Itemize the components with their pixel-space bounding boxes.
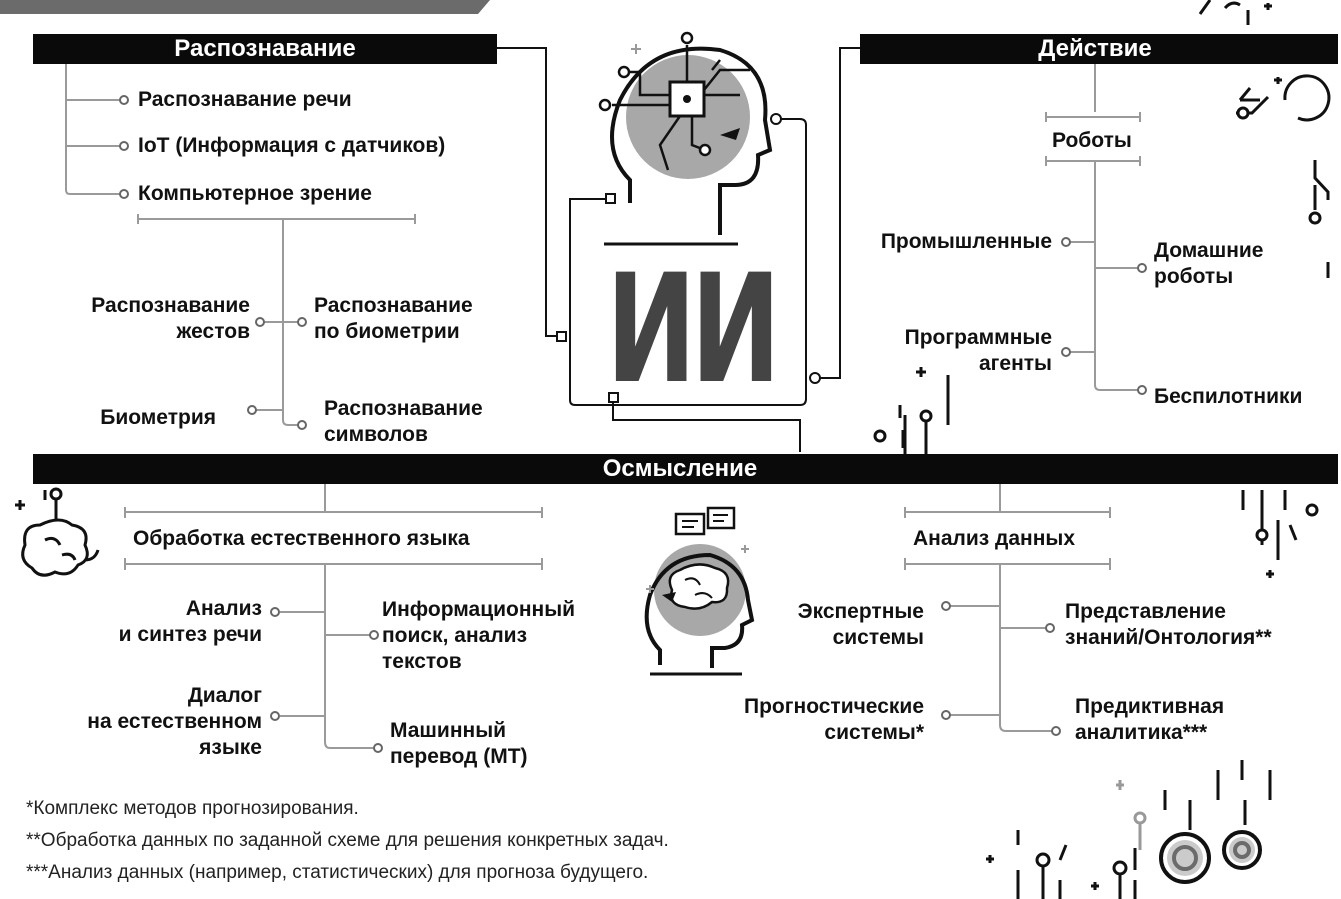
recognition-nodes xyxy=(119,95,307,430)
speech-recognition-label: Распознавание речи xyxy=(138,88,352,111)
comprehension-title: Осмысление xyxy=(602,455,758,482)
software-agents-label: Программные агенты xyxy=(904,326,1052,375)
action-title: Действие xyxy=(1038,35,1152,62)
footnote-3: ***Анализ данных (например, статистическ… xyxy=(26,862,649,883)
gesture-recognition-label: Распознавание жестов xyxy=(91,294,250,343)
comprehension-nodes xyxy=(270,601,1061,753)
speech-synthesis-label: Анализ и синтез речи xyxy=(118,597,262,646)
action-bar xyxy=(860,34,1338,64)
thinking-head-icon xyxy=(644,506,755,676)
computer-vision-label: Компьютерное зрение xyxy=(138,182,372,205)
symbol-recognition-label: Распознавание символов xyxy=(324,397,483,446)
iot-label: IoT (Информация с датчиков) xyxy=(138,134,446,157)
dialog-label: Диалог на естественном языке xyxy=(87,684,262,759)
expert-systems-label: Экспертные системы xyxy=(797,600,924,649)
recognition-title: Распознавание xyxy=(174,35,356,62)
ai-head-icon xyxy=(598,31,773,246)
knowledge-representation-label: Представление знаний/Онтология** xyxy=(1065,600,1272,649)
footnote-1: *Комплекс методов прогнозирования. xyxy=(26,798,359,819)
center-circuits xyxy=(497,47,860,452)
machine-translation-label: Машинный перевод (MT) xyxy=(390,719,528,768)
decor-gears xyxy=(986,490,1319,899)
data-analysis-title: Анализ данных xyxy=(913,527,1076,550)
robots-label: Роботы xyxy=(1052,129,1132,152)
biometrics-label: Биометрия xyxy=(100,406,216,429)
action-tree xyxy=(1045,60,1141,391)
center-nodes xyxy=(556,113,821,403)
home-robots-label: Домашние роботы xyxy=(1154,239,1264,288)
action-nodes xyxy=(1061,237,1147,395)
nlp-title: Обработка естественного языка xyxy=(133,527,470,550)
information-retrieval-label: Информационный поиск, анализ текстов xyxy=(382,598,576,673)
corner-tab xyxy=(0,0,490,14)
biometric-recognition-label: Распознавание по биометрии xyxy=(314,294,473,343)
drones-label: Беспилотники xyxy=(1154,385,1303,408)
ai-label: ИИ xyxy=(606,243,781,417)
brain-icon xyxy=(15,487,100,577)
predictive-analytics-label: Предиктивная аналитика*** xyxy=(1075,695,1225,744)
recognition-bar xyxy=(33,34,497,64)
comprehension-bar xyxy=(33,454,1338,484)
recognition-tree xyxy=(65,60,416,426)
industrial-robots-label: Промышленные xyxy=(880,230,1052,253)
decor-circuits-right xyxy=(873,0,1331,460)
prognostic-systems-label: Прогностические системы* xyxy=(744,695,924,744)
comprehension-tree xyxy=(124,468,1111,749)
footnote-2: **Обработка данных по заданной схеме для… xyxy=(26,830,669,851)
